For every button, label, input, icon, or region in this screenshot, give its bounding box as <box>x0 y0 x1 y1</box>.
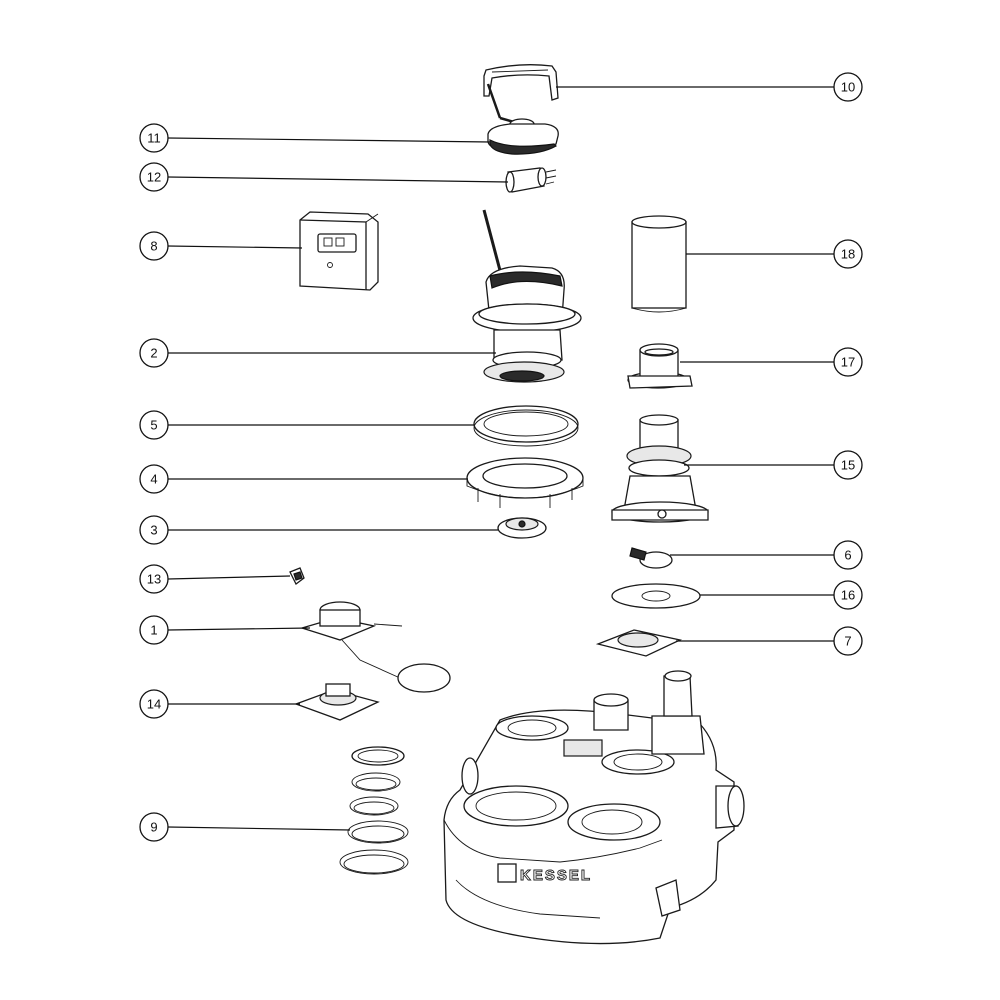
main-tank: KESSEL <box>443 670 745 945</box>
callout-18-label: 18 <box>841 247 855 262</box>
part-18-tube <box>631 215 687 313</box>
callout-1: 1 <box>139 615 169 645</box>
callout-18: 18 <box>833 239 863 269</box>
part-6-check-flap <box>629 547 673 569</box>
callout-4: 4 <box>139 464 169 494</box>
part-7-flange-plate <box>595 629 683 657</box>
callout-15: 15 <box>833 450 863 480</box>
callout-17: 17 <box>833 347 863 377</box>
callout-7: 7 <box>833 626 863 656</box>
callout-17-label: 17 <box>841 355 855 370</box>
part-14-cover-plate <box>294 683 380 721</box>
callout-12-label: 12 <box>147 170 161 185</box>
part-12-cylinder <box>505 167 557 193</box>
callout-8: 8 <box>139 231 169 261</box>
callout-10-label: 10 <box>841 80 855 95</box>
leader-lines <box>167 86 834 831</box>
part-1-float-switch <box>299 601 451 693</box>
part-4-flange-ring <box>466 457 584 508</box>
callout-3: 3 <box>139 515 169 545</box>
callout-14: 14 <box>139 689 169 719</box>
callout-11: 11 <box>139 123 169 153</box>
leader-line-8 <box>167 245 303 249</box>
callout-3-label: 3 <box>150 523 157 538</box>
callout-13-label: 13 <box>147 572 161 587</box>
callout-16: 16 <box>833 580 863 610</box>
callout-5-label: 5 <box>150 418 157 433</box>
leader-line-11 <box>167 137 491 143</box>
callout-1-label: 1 <box>150 623 157 638</box>
part-11-switch-cover <box>486 83 559 155</box>
callout-11-label: 11 <box>147 131 161 146</box>
leader-line-13 <box>167 575 291 580</box>
callout-8-label: 8 <box>150 239 157 254</box>
part-5-gasket-ring <box>473 405 579 447</box>
callout-2: 2 <box>139 338 169 368</box>
callout-10: 10 <box>833 72 863 102</box>
part-3-impeller <box>497 517 547 539</box>
callout-2-label: 2 <box>150 346 157 361</box>
callout-9: 9 <box>139 812 169 842</box>
part-17-flange <box>627 343 693 389</box>
callout-16-label: 16 <box>841 588 855 603</box>
callout-6: 6 <box>833 540 863 570</box>
callout-6-label: 6 <box>844 548 851 563</box>
callout-4-label: 4 <box>150 472 157 487</box>
callout-14-label: 14 <box>147 697 161 712</box>
callout-15-label: 15 <box>841 458 855 473</box>
kessel-logo-text: KESSEL <box>520 867 592 884</box>
part-2-pump-unit <box>472 209 582 383</box>
callout-13: 13 <box>139 564 169 594</box>
leader-line-12 <box>167 176 509 183</box>
callout-7-label: 7 <box>844 634 851 649</box>
leader-line-1 <box>167 627 311 631</box>
part-8-control-box <box>299 211 379 291</box>
part-16-flat-gasket <box>611 583 701 609</box>
part-13-clip <box>289 567 305 585</box>
part-10-handle <box>483 64 559 101</box>
part-9-seal-rings <box>339 746 409 875</box>
callout-12: 12 <box>139 162 169 192</box>
part-15-valve-body <box>611 414 709 523</box>
callout-9-label: 9 <box>150 820 157 835</box>
callout-5: 5 <box>139 410 169 440</box>
leader-line-9 <box>167 826 351 831</box>
